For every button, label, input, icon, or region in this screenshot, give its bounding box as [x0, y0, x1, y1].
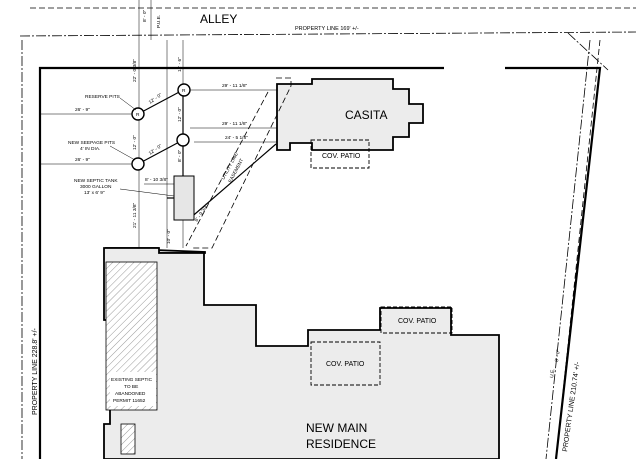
property-line-top — [19, 31, 636, 37]
main-cov-patio-2-label: COV. PATIO — [326, 361, 365, 368]
dim-12-0-b: 12' - 0" — [177, 107, 183, 122]
utility-easement-outline — [193, 77, 292, 249]
new-seepage-leader — [109, 145, 136, 161]
casita-cov-patio-label: COV. PATIO — [322, 153, 361, 160]
dim-8-0-right: 8' - 0" — [554, 349, 562, 362]
dim-21-11: 21' - 11 3/8" — [132, 203, 138, 228]
dim-14-6: 14' - 6" — [177, 57, 183, 72]
pipe-b — [137, 139, 184, 165]
main-residence-outline — [103, 247, 500, 459]
property-line-top-label: PROPERTY LINE 169' +/- — [295, 26, 359, 32]
property-line-left-label: PROPERTY LINE 228.8' +/- — [32, 327, 39, 415]
alley-label: ALLEY — [200, 12, 237, 26]
casita-building — [276, 78, 424, 151]
reserve-pits-label: RESERVE PITS — [85, 94, 120, 100]
setback-wall-right — [505, 66, 602, 459]
existing-septic-label-2: TO BE — [124, 384, 138, 390]
pue-label: P.U.E. — [156, 15, 162, 28]
casita-label: CASITA — [345, 108, 387, 122]
ue-label: U.E. — [549, 368, 556, 378]
new-septic-tank — [173, 175, 195, 221]
main-cov-patio-1 — [380, 306, 453, 334]
dim-12-0-a: 12' - 0" — [132, 135, 138, 150]
residence-label: RESIDENCE — [306, 437, 376, 451]
new-septic-label-1: NEW SEPTIC TANK — [74, 178, 118, 184]
new-septic-leader — [119, 188, 175, 197]
existing-septic-label-bg — [110, 372, 156, 406]
existing-septic-label-1: EXISTING SEPTIC — [111, 377, 153, 383]
dim-26-9-b: 26' - 9" — [75, 157, 90, 163]
dim-29-11-a: 29' - 11 1/8" — [222, 83, 247, 89]
new-main-label: NEW MAIN — [306, 421, 367, 435]
main-cov-patio-1-label: COV. PATIO — [398, 318, 437, 325]
dim-10-0: 10' - 0" — [166, 229, 172, 244]
new-septic-label-3: 13' x 6' 9" — [84, 190, 105, 196]
dim-22-0: 22' - 0 3/8" — [132, 59, 138, 82]
reserve-pit-2-label: R — [182, 88, 186, 94]
seepage-pit-1 — [131, 157, 145, 171]
property-line-right — [545, 39, 591, 459]
casita-cov-patio — [310, 139, 370, 169]
dim-26-9-a: 26' - 9" — [75, 107, 90, 113]
dim-8-0-mid: 8' - 0" — [177, 149, 183, 162]
setback-wall-left — [38, 66, 444, 459]
pipe-a — [137, 89, 184, 115]
existing-septic-label-3: ABANDONED — [115, 391, 146, 397]
dim-8-0-top: 8' - 0" — [142, 9, 148, 22]
new-seepage-label-1: NEW SEEPAGE PITS — [68, 140, 115, 146]
dim-29-11-b: 29' - 11 1/8" — [222, 121, 247, 127]
existing-septic-label-4: PERMIT 11652 — [113, 398, 146, 404]
new-septic-label-2: 3000 GALLON — [80, 184, 112, 190]
dim-8-10: 8' - 10 3/8" — [145, 177, 168, 183]
dim-12-0-c: 12' - 0" — [148, 92, 164, 106]
dim-24-5: 24' - 5 1/8" — [225, 135, 248, 141]
reserve-pits-leader — [119, 97, 137, 111]
seepage-pit-2 — [176, 133, 190, 147]
main-cov-patio-2 — [310, 341, 381, 386]
reserve-pit-1-label: R — [136, 112, 140, 118]
property-line-corner — [567, 32, 609, 71]
pipe-to-casita — [187, 143, 277, 221]
existing-septic-pit — [120, 423, 136, 455]
utility-easement-inner — [185, 91, 269, 247]
new-seepage-label-2: 4' IN DIA. — [80, 146, 100, 152]
